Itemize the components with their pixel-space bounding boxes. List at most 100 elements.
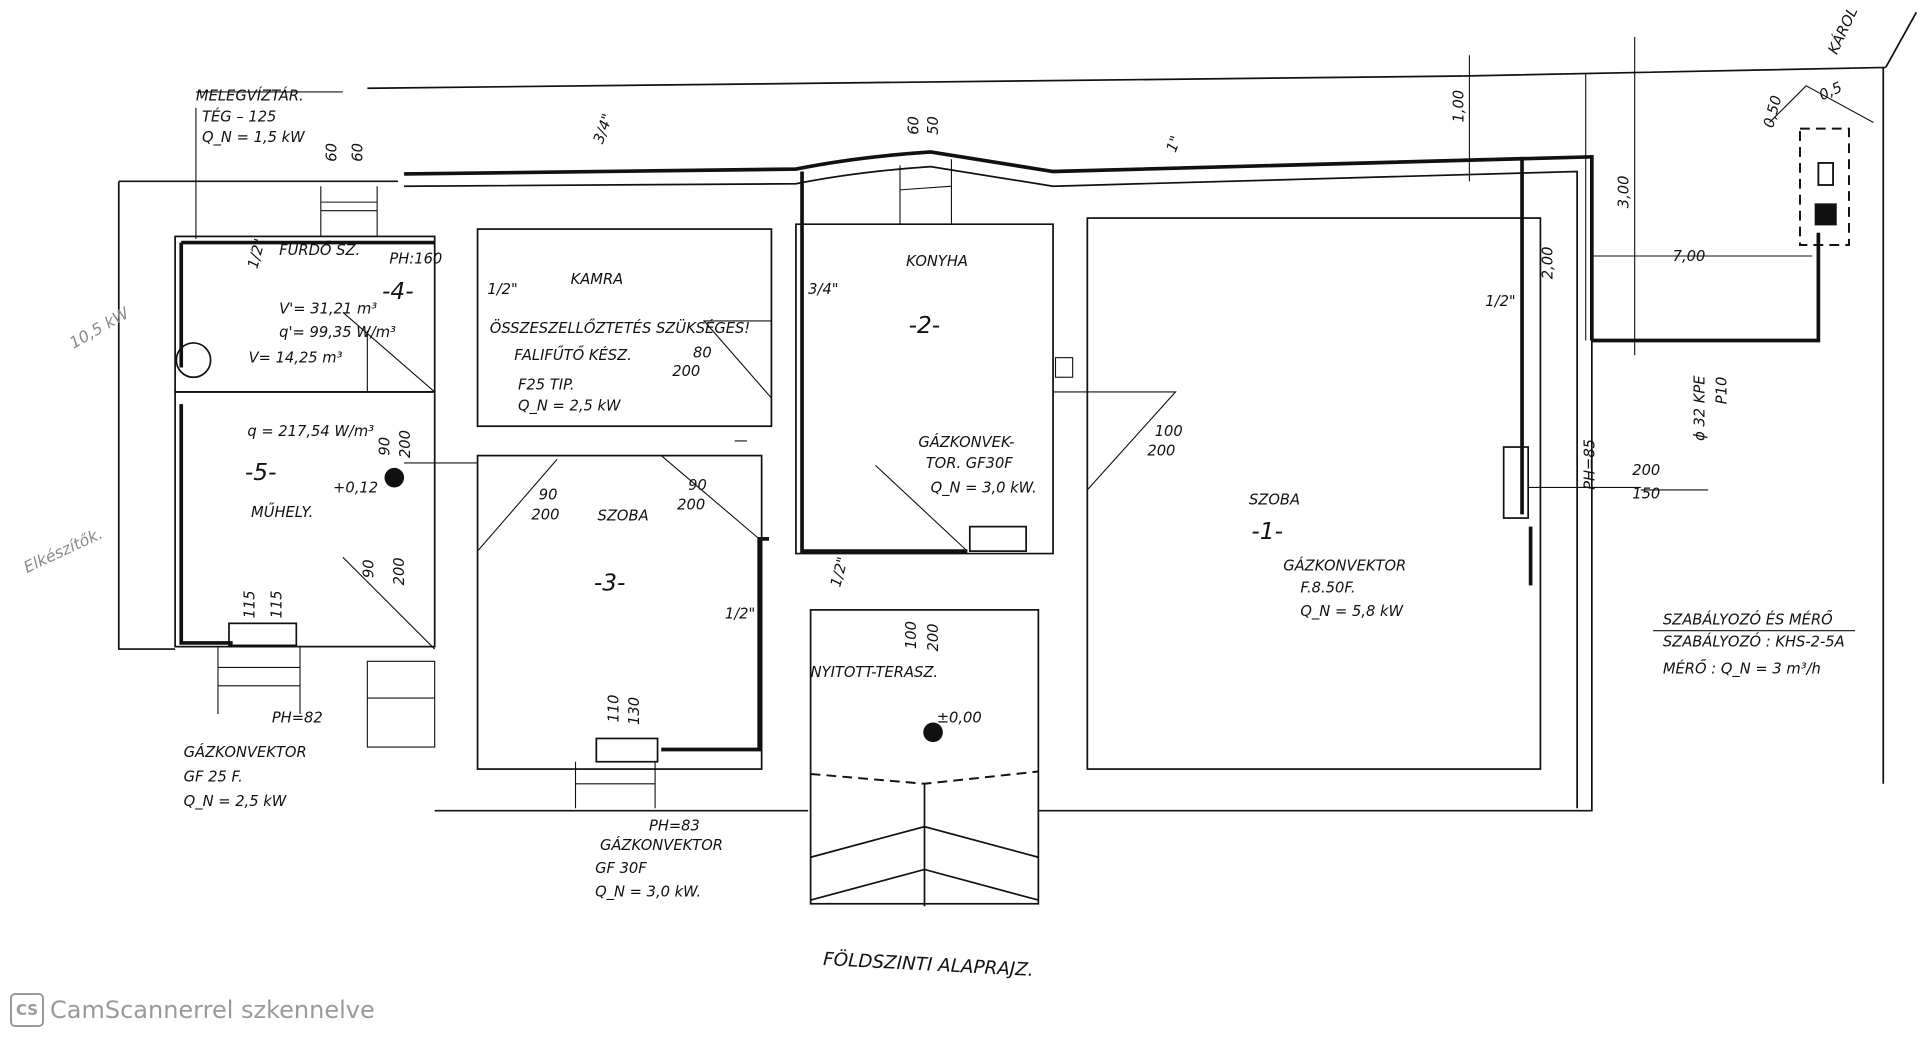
room3-name: SZOBA bbox=[598, 507, 649, 524]
dim: 90 bbox=[539, 487, 558, 504]
convector-3-type: TOR. GF30F bbox=[926, 455, 1014, 472]
bath-name: FÜRDŐ SZ. bbox=[279, 241, 360, 259]
dim: 200 bbox=[397, 430, 414, 458]
bath-v1: V'= 31,21 m³ bbox=[279, 301, 377, 318]
camscanner-watermark: CS CamScannerrel szkennelve bbox=[10, 993, 375, 1027]
property-line-right bbox=[1463, 11, 1918, 77]
convector-room3 bbox=[595, 737, 659, 763]
level-marker-terrace-icon bbox=[923, 722, 943, 743]
note-ventilation: ÖSSZESZELLŐZTETÉS SZÜKSÉGES! bbox=[490, 319, 750, 337]
dim: 200 bbox=[531, 506, 559, 523]
convector-kitchen bbox=[968, 525, 1027, 552]
dim: 0,50 bbox=[1761, 94, 1786, 130]
dim: 50 bbox=[925, 116, 942, 135]
meter-icon bbox=[1817, 162, 1834, 186]
dim: 90 bbox=[688, 477, 707, 494]
pipe-class: P10 bbox=[1714, 377, 1731, 405]
dim: 3,00 bbox=[1616, 176, 1633, 209]
bath-number: -4- bbox=[382, 278, 414, 305]
dim: 90 bbox=[376, 437, 393, 456]
dim: 1/2" bbox=[1485, 293, 1515, 310]
gas-pipe-service bbox=[1591, 232, 1821, 343]
room1-name: SZOBA bbox=[1249, 492, 1300, 509]
wall-heater-power: Q_N = 2,5 kW bbox=[518, 397, 621, 414]
workshop-number: -5- bbox=[245, 459, 277, 486]
room-kitchen bbox=[795, 223, 1054, 555]
workshop-q: q = 217,54 W/m³ bbox=[247, 423, 374, 440]
convector-1-label: GÁZKONVEKTOR bbox=[184, 743, 307, 761]
wall-heater-type: F25 TIP. bbox=[518, 376, 575, 393]
dim: 7,00 bbox=[1673, 248, 1706, 265]
dim: 3/4" bbox=[808, 281, 838, 298]
dim: KÁROL bbox=[1824, 4, 1861, 57]
dim: 115 bbox=[242, 590, 259, 618]
outer-wall-top bbox=[404, 165, 1578, 809]
chimney bbox=[320, 186, 378, 237]
dim: 100 bbox=[1155, 423, 1183, 440]
outer-wall-bottom bbox=[434, 340, 1593, 812]
door-swings bbox=[342, 311, 1177, 650]
dim: 1/2" bbox=[487, 281, 517, 298]
meter-box bbox=[1799, 127, 1850, 246]
room1-number: -1- bbox=[1251, 518, 1283, 545]
convector-room1 bbox=[1502, 446, 1530, 519]
dim: 200 bbox=[1147, 443, 1175, 460]
room1-pipe bbox=[1520, 156, 1533, 586]
pipe-size: ɸ 32 KPE bbox=[1691, 375, 1708, 441]
terrace-name: NYITOTT-TERASZ. bbox=[811, 664, 938, 681]
terrace-edge bbox=[810, 770, 1039, 785]
convector-2-label: GÁZKONVEKTOR bbox=[600, 836, 723, 854]
regulator-icon bbox=[1814, 203, 1837, 226]
dim: 200 bbox=[1632, 462, 1660, 479]
pencil-note: 10,5 kW bbox=[66, 303, 133, 353]
watermark-text: CamScannerrel szkennelve bbox=[50, 996, 375, 1024]
dim: 115 bbox=[269, 590, 286, 618]
convector-3-power: Q_N = 3,0 kW. bbox=[931, 479, 1037, 496]
dim: 80 bbox=[693, 345, 712, 362]
pantry-name: KAMRA bbox=[571, 271, 624, 288]
convector-4-type: F.8.50F. bbox=[1300, 580, 1355, 597]
gas-pipe-main bbox=[404, 150, 1594, 341]
room-1 bbox=[1086, 217, 1542, 770]
dim: 1,00 bbox=[1450, 90, 1467, 123]
water-heater-power: Q_N = 1,5 kW bbox=[202, 129, 305, 146]
dim: 90 bbox=[360, 559, 377, 578]
dim: 200 bbox=[677, 496, 705, 513]
dim: 1" bbox=[1163, 134, 1184, 155]
convector-1-type: GF 25 F. bbox=[184, 768, 243, 785]
kitchen-pipe bbox=[800, 171, 968, 553]
terrace-level: ±0,00 bbox=[937, 710, 982, 727]
dim: 60 bbox=[905, 116, 922, 135]
dim: 2,00 bbox=[1540, 247, 1557, 280]
convector-3-label: GÁZKONVEK- bbox=[918, 433, 1014, 451]
camscanner-logo-icon: CS bbox=[10, 993, 44, 1027]
convector-4-label: GÁZKONVEKTOR bbox=[1283, 557, 1406, 575]
dim: 200 bbox=[391, 557, 408, 585]
water-heater-type: TÉG – 125 bbox=[202, 107, 276, 125]
dim: 60 bbox=[349, 143, 366, 162]
terrace-steps bbox=[810, 783, 1039, 907]
dim: 100 bbox=[903, 621, 920, 649]
water-heater-icon bbox=[175, 342, 212, 379]
bath-q1: q'= 99,35 W/m³ bbox=[279, 324, 396, 341]
chimney-kitchen bbox=[899, 159, 952, 225]
convector-2-ph: PH=83 bbox=[649, 817, 700, 834]
kitchen-name: KONYHA bbox=[906, 253, 968, 270]
leader-lines bbox=[195, 91, 747, 442]
dim: 130 bbox=[626, 697, 643, 725]
bath-ph: PH:160 bbox=[389, 250, 442, 267]
convector-1-ph: PH=82 bbox=[272, 710, 323, 727]
convector-2-type: GF 30F bbox=[595, 860, 647, 877]
pencil-note: Elkészítők. bbox=[21, 524, 106, 577]
meter-spec: MÉRŐ : Q_N = 3 m³/h bbox=[1663, 660, 1821, 678]
convector-1-power: Q_N = 2,5 kW bbox=[184, 793, 287, 810]
meter-title: SZABÁLYOZÓ ÉS MÉRŐ bbox=[1663, 611, 1833, 629]
dim: 200 bbox=[672, 363, 700, 380]
wall-heater-icon bbox=[1054, 357, 1074, 378]
dim: 200 bbox=[925, 623, 942, 651]
dim: 1/2" bbox=[725, 605, 755, 622]
dim: 1/2" bbox=[827, 555, 851, 589]
stairs-workshop bbox=[217, 646, 436, 748]
drawing-title: FÖLDSZINTI ALAPRAJZ. bbox=[823, 948, 1035, 981]
dim: 3/4" bbox=[590, 112, 616, 146]
